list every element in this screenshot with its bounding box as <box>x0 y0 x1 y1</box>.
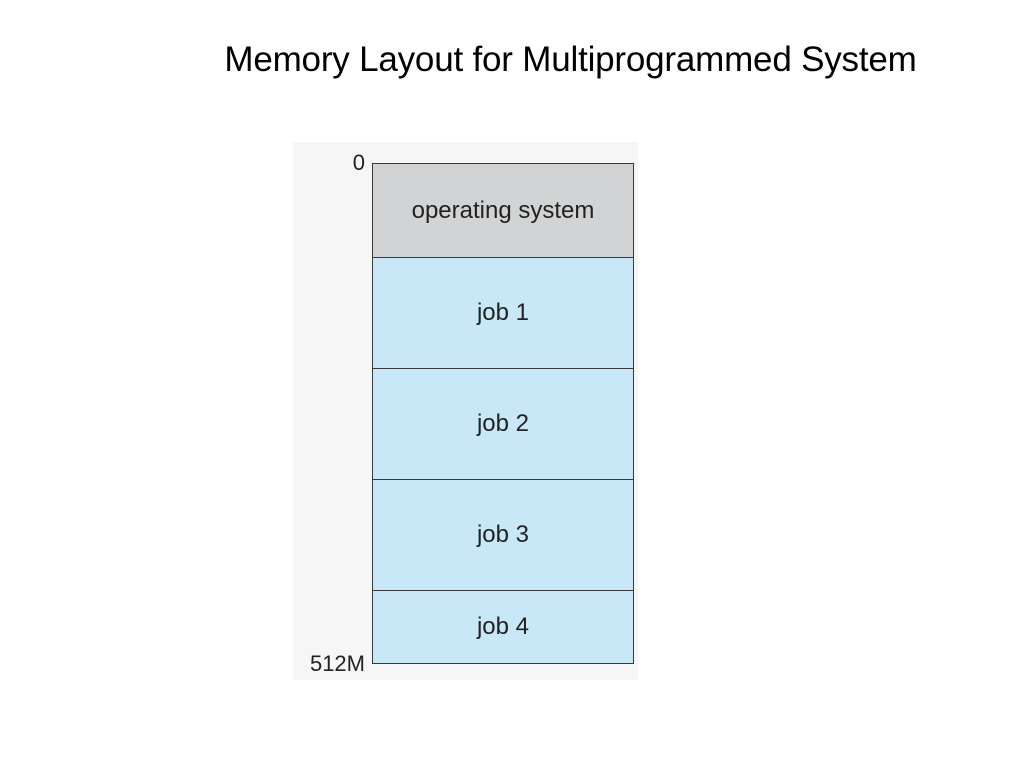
segment-job-4: job 4 <box>373 590 633 663</box>
segment-label: job 1 <box>476 299 530 326</box>
address-end-label: 512M <box>309 651 365 676</box>
memory-layout-diagram: operating system job 1 job 2 job 3 job 4 <box>372 163 634 664</box>
segment-job-2: job 2 <box>373 368 633 479</box>
segment-operating-system: operating system <box>373 164 633 257</box>
address-start-label: 0 <box>352 150 365 175</box>
segment-label: operating system <box>411 196 595 224</box>
slide-title: Memory Layout for Multiprogrammed System <box>224 40 917 79</box>
segment-label: job 2 <box>476 410 530 437</box>
segment-job-3: job 3 <box>373 479 633 590</box>
segment-label: job 3 <box>476 521 530 548</box>
segment-label: job 4 <box>476 613 530 640</box>
segment-job-1: job 1 <box>373 257 633 368</box>
